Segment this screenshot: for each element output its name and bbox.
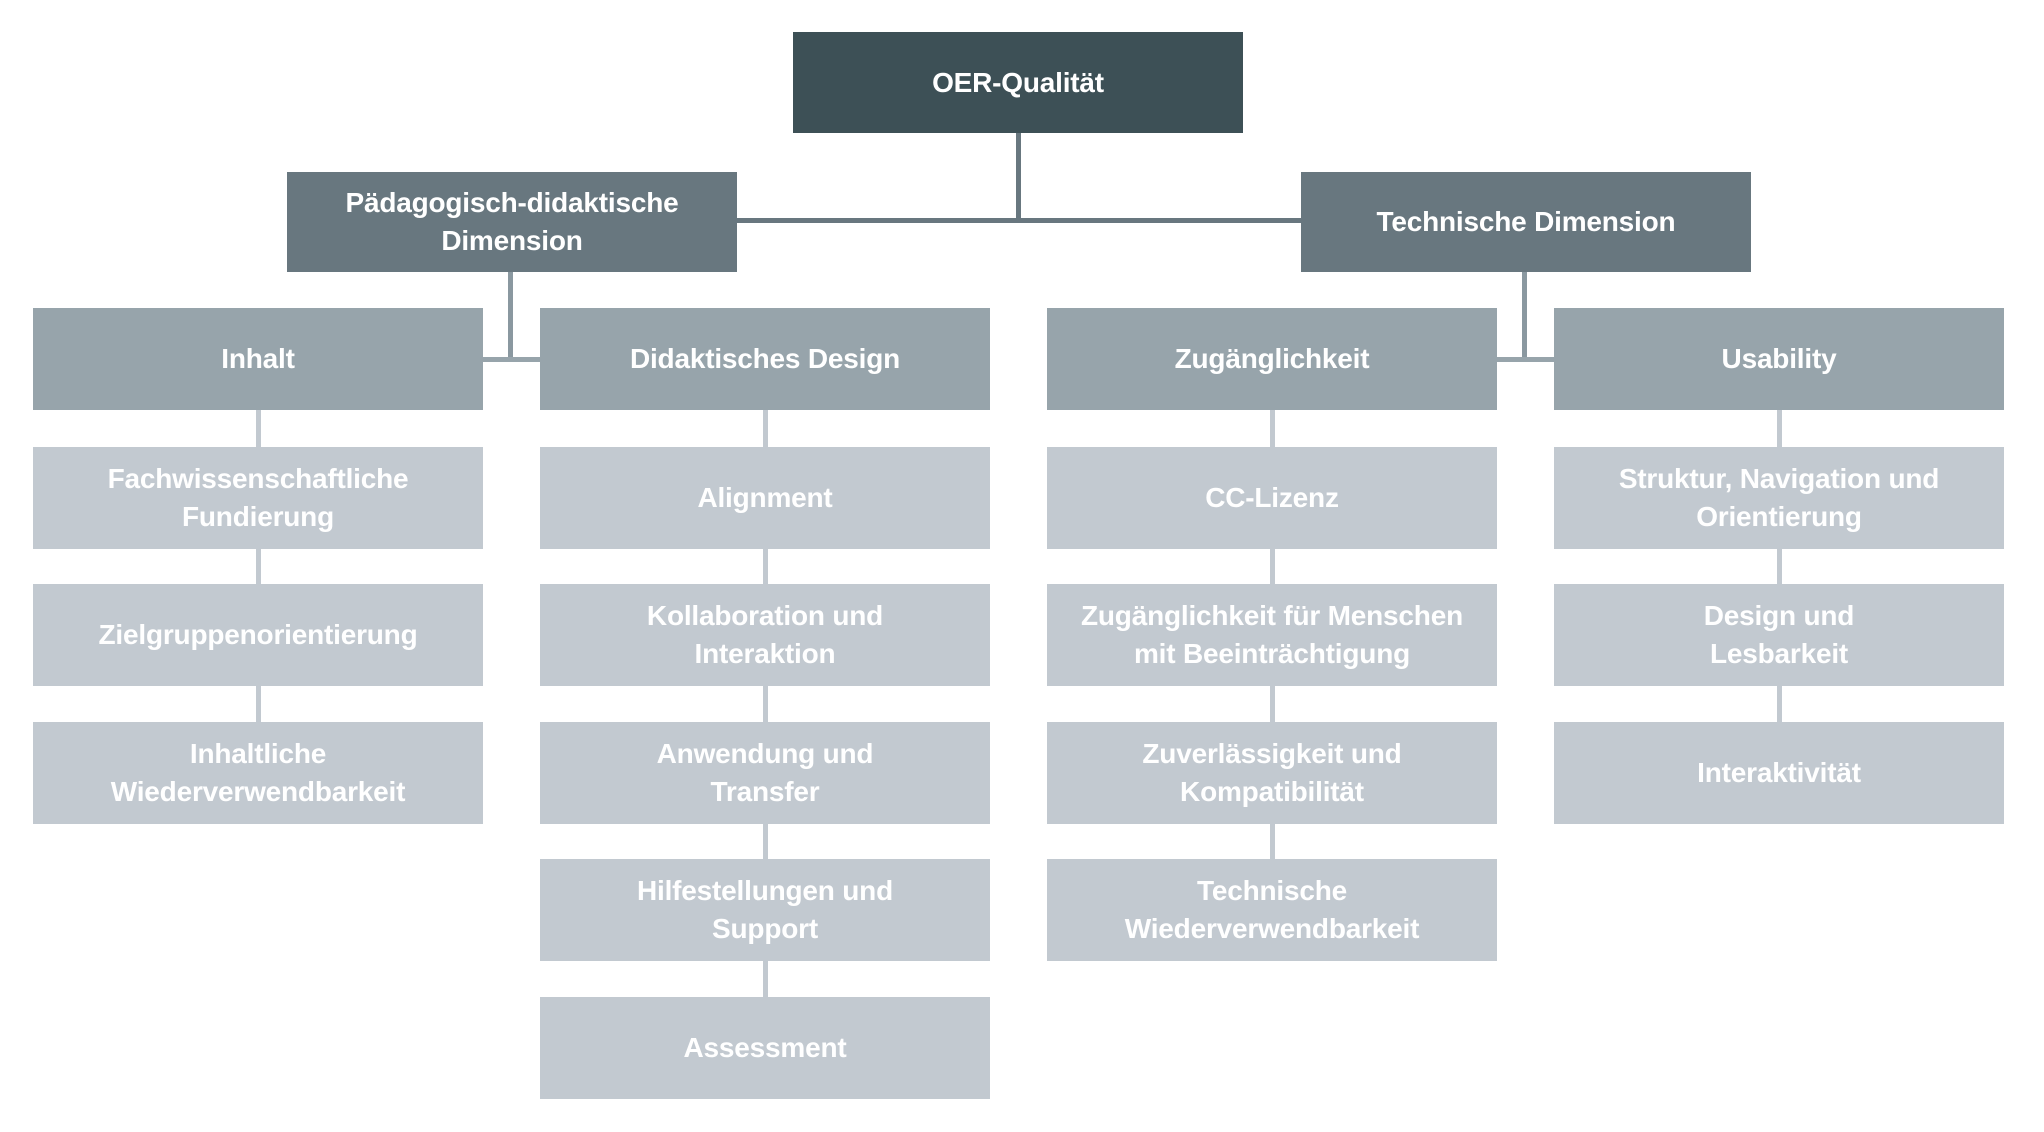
- item-node-zugaenglichkeit-fuer-menschen: Zugänglichkeit für Menschen mit Beeinträ…: [1047, 584, 1497, 686]
- item-node-design-und-lesbarkeit: Design und Lesbarkeit: [1554, 584, 2004, 686]
- connector-technisch-vertical: [1522, 272, 1527, 361]
- item-node-cc-lizenz: CC-Lizenz: [1047, 447, 1497, 549]
- item-node-technische-wiederverwendbarkeit: Technische Wiederverwendbarkeit: [1047, 859, 1497, 961]
- connector-root-vertical: [1016, 133, 1021, 223]
- connector-col1-seg2: [256, 549, 261, 584]
- item-node-interaktivitaet: Interaktivität: [1554, 722, 2004, 824]
- item-node-hilfestellungen-und-support: Hilfestellungen und Support: [540, 859, 990, 961]
- item-node-anwendung-und-transfer: Anwendung und Transfer: [540, 722, 990, 824]
- connector-col4-seg1: [1777, 410, 1782, 447]
- connector-col2-seg3: [763, 686, 768, 722]
- connector-col3-seg2: [1270, 549, 1275, 584]
- root-node: OER-Qualität: [793, 32, 1243, 133]
- connector-paedagogisch-vertical: [508, 272, 513, 361]
- connector-col2-seg1: [763, 410, 768, 447]
- connector-col1-seg3: [256, 686, 261, 722]
- connector-root-horizontal: [737, 218, 1301, 223]
- item-node-zielgruppenorientierung: Zielgruppenorientierung: [33, 584, 483, 686]
- column-header-usability: Usability: [1554, 308, 2004, 410]
- dimension-node-paedagogisch-didaktisch: Pädagogisch-didaktische Dimension: [287, 172, 737, 272]
- column-header-zugaenglichkeit: Zugänglichkeit: [1047, 308, 1497, 410]
- item-node-alignment: Alignment: [540, 447, 990, 549]
- connector-col3-seg3: [1270, 686, 1275, 722]
- connector-col4-seg2: [1777, 549, 1782, 584]
- item-node-assessment: Assessment: [540, 997, 990, 1099]
- connector-zugaenglichkeit-usability-horizontal: [1497, 357, 1554, 362]
- dimension-node-technisch: Technische Dimension: [1301, 172, 1751, 272]
- connector-col3-seg4: [1270, 824, 1275, 859]
- connector-col2-seg2: [763, 549, 768, 584]
- connector-col2-seg4: [763, 824, 768, 859]
- item-node-zuverlaessigkeit-und-kompatibilitaet: Zuverlässigkeit und Kompatibilität: [1047, 722, 1497, 824]
- column-header-didaktisches-design: Didaktisches Design: [540, 308, 990, 410]
- connector-col4-seg3: [1777, 686, 1782, 722]
- connector-col1-seg1: [256, 410, 261, 447]
- column-header-inhalt: Inhalt: [33, 308, 483, 410]
- item-node-struktur-navigation-orientierung: Struktur, Navigation und Orientierung: [1554, 447, 2004, 549]
- connector-col3-seg1: [1270, 410, 1275, 447]
- connector-col2-seg5: [763, 961, 768, 997]
- item-node-fachwissenschaftliche-fundierung: Fachwissenschaftliche Fundierung: [33, 447, 483, 549]
- item-node-kollaboration-und-interaktion: Kollaboration und Interaktion: [540, 584, 990, 686]
- connector-inhalt-didaktisch-horizontal: [483, 357, 540, 362]
- item-node-inhaltliche-wiederverwendbarkeit: Inhaltliche Wiederverwendbarkeit: [33, 722, 483, 824]
